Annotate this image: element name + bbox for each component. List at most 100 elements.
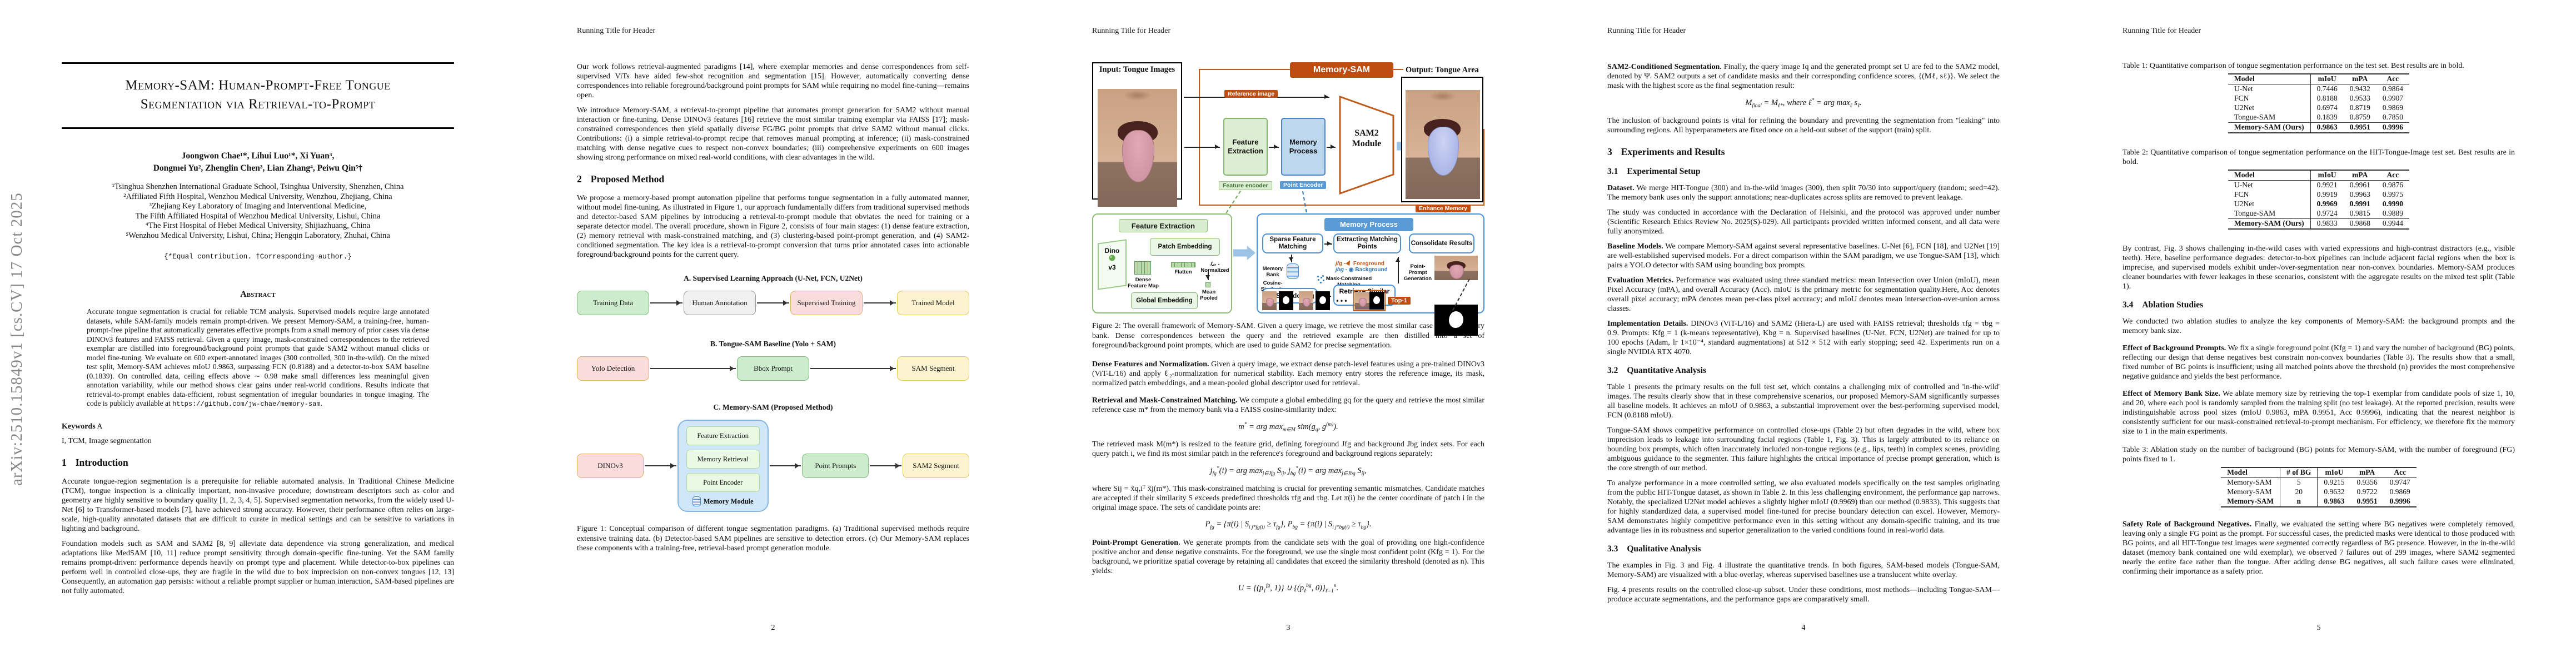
flatten-cubes xyxy=(1171,262,1195,267)
mean-pooled-label: Mean Pooled xyxy=(1200,289,1218,301)
memory-bank-database-icon xyxy=(1287,263,1299,279)
body-paragraph: We propose a memory-based prompt automat… xyxy=(577,194,969,259)
patch-embedding-box: Patch Embedding xyxy=(1150,238,1220,256)
body-paragraph: Table 1 presents the primary results on … xyxy=(1607,382,2000,420)
global-embedding-box: Global Embedding xyxy=(1131,292,1198,309)
flatten-label: Flatten xyxy=(1174,269,1192,275)
body-paragraph: Effect of Memory Bank Size. We ablate me… xyxy=(2122,389,2515,436)
body-paragraph: SAM2-Conditioned Segmentation. Finally, … xyxy=(1607,63,2000,90)
fig1b-flow: Yolo Detection Bbox Prompt SAM Segment xyxy=(577,356,969,381)
arrow-up-icon xyxy=(1396,257,1400,283)
abstract-text: Accurate tongue segmentation is crucial … xyxy=(87,307,429,408)
running-header: Running Title for Header xyxy=(2122,27,2201,35)
body-paragraph: Implementation Details. DINOv3 (ViT-L/16… xyxy=(1607,319,2000,356)
feature-extraction-panel: Feature Extraction Dino v3 Patch Embeddi… xyxy=(1092,213,1232,313)
memory-exemplar-strip: • • • Top-1 xyxy=(1262,290,1411,311)
arrow-right-icon xyxy=(810,365,896,371)
body-paragraph: Baseline Models. We compare Memory-SAM a… xyxy=(1607,242,2000,270)
nose-shadow xyxy=(1429,91,1457,101)
keywords-line: Keywords A xyxy=(62,422,103,431)
code-link[interactable]: https://github.com/jw-chae/memory-sam xyxy=(172,400,321,408)
exemplar-photo xyxy=(1299,291,1313,310)
body-paragraph: To analyze performance in a more control… xyxy=(1607,479,2000,535)
author-line: Dongmei Yu², Zhenglin Chen³, Lian Zhang⁴… xyxy=(153,163,363,173)
body-paragraph: Tongue-SAM shows competitive performance… xyxy=(1607,426,2000,472)
running-header: Running Title for Header xyxy=(1092,27,1171,35)
segmented-tongue-overlay xyxy=(1428,127,1459,176)
body-paragraph: Dense Features and Normalization. Given … xyxy=(1092,360,1484,387)
page-3: Running Title for Header Input: Tongue I… xyxy=(1030,0,1546,667)
title-block: Memory-SAM: Human-Prompt-Free Tongue Seg… xyxy=(62,62,454,129)
exemplar-mask xyxy=(1279,291,1293,310)
mean-pooled-cube xyxy=(1205,282,1210,287)
contribution-note: {*Equal contribution. †Corresponding aut… xyxy=(164,253,352,261)
mask-blob xyxy=(1449,311,1463,328)
block-arrow-right-icon xyxy=(1233,246,1255,260)
body-paragraph: By contrast, Fig. 3 shows challenging in… xyxy=(2122,244,2515,291)
ellipsis-label: • • • xyxy=(1336,296,1347,305)
running-header: Running Title for Header xyxy=(577,27,656,35)
body-paragraph: Fig. 4 presents results on the controlle… xyxy=(1607,585,2000,604)
exemplar-mask xyxy=(1316,291,1330,310)
body-paragraph: Dataset. We merge HIT-Tongue (300) and i… xyxy=(1607,183,2000,202)
arrow-right-icon xyxy=(645,462,676,469)
flow-box-supervised-training: Supervised Training xyxy=(790,291,863,315)
body-paragraph: Effect of Background Prompts. We fix a s… xyxy=(2122,344,2515,381)
arrow-right-icon xyxy=(1269,145,1279,149)
output-tongue-photo xyxy=(1406,90,1480,199)
database-icon xyxy=(692,496,701,506)
fig1a-flow: Training Data Human Annotation Supervise… xyxy=(577,291,969,315)
keywords-values: I, TCM, Image segmentation xyxy=(62,436,152,445)
page-number: 3 xyxy=(1286,624,1291,632)
arrow-down-icon xyxy=(1289,255,1293,262)
dense-feature-map-label: Dense Feature Map xyxy=(1128,277,1159,289)
body-paragraph: The inclusion of background points is vi… xyxy=(1607,116,2000,135)
flow-box-memory-retrieval: Memory Retrieval xyxy=(686,450,760,469)
memory-module-label: Memory Module xyxy=(703,497,754,505)
flow-box-human-annotation: Human Annotation xyxy=(684,291,756,315)
page-5: Running Title for Header Table 1: Quanti… xyxy=(2061,0,2576,667)
retrieved-query-photo xyxy=(1434,256,1478,280)
arrow-right-icon xyxy=(769,462,801,469)
arrow-right-icon xyxy=(1324,241,1332,246)
input-panel-title: Input: Tongue Images xyxy=(1099,65,1175,74)
affiliation-line: ¹Tsinghua Shenzhen International Graduat… xyxy=(112,182,404,191)
page-2: Running Title for Header Our work follow… xyxy=(515,0,1030,667)
nose-shadow xyxy=(1123,90,1152,101)
figure-2: Input: Tongue Images Memory-SAM Referenc… xyxy=(1092,62,1484,336)
equation-matching: jfg*(i) = arg maxj∈Jfg Sij, jbg*(i) = ar… xyxy=(1210,466,1367,477)
affiliation-line: ²Affiliated Fifth Hospital, Wenzhou Medi… xyxy=(123,192,392,201)
affiliation-line: The Fifth Affiliated Hospital of Wenzhou… xyxy=(135,211,381,221)
exemplar-photo xyxy=(1355,292,1369,310)
memory-process-panel-title: Memory Process xyxy=(1324,218,1413,231)
table-3-caption: Table 3: Ablation study on the number of… xyxy=(2122,445,2515,464)
l2-normalized-label: ℒ₂ - Normalized xyxy=(1200,261,1229,273)
fig1c-flow: DINOv3 Feature Extraction Memory Retriev… xyxy=(577,420,970,512)
target-icon: ◉ xyxy=(1348,267,1354,273)
page-4: Running Title for Header SAM2-Conditione… xyxy=(1546,0,2061,667)
extracting-matching-points-box: Extracting Matching Points xyxy=(1333,233,1401,253)
body-paragraph: Retrieval and Mask-Constrained Matching.… xyxy=(1092,396,1485,414)
tongue-shape xyxy=(1449,265,1464,279)
output-image-panel xyxy=(1401,77,1483,202)
equation-final-mask: Mfinal = Mℓ*, where ℓ* = arg maxℓ sℓ. xyxy=(1745,98,1862,109)
flow-box-feature-extraction: Feature Extraction xyxy=(686,426,760,445)
running-header: Running Title for Header xyxy=(1607,27,1686,35)
body-paragraph: The study was conducted in accordance wi… xyxy=(1607,208,2000,236)
sam2-module-trapezoid xyxy=(1339,95,1394,195)
